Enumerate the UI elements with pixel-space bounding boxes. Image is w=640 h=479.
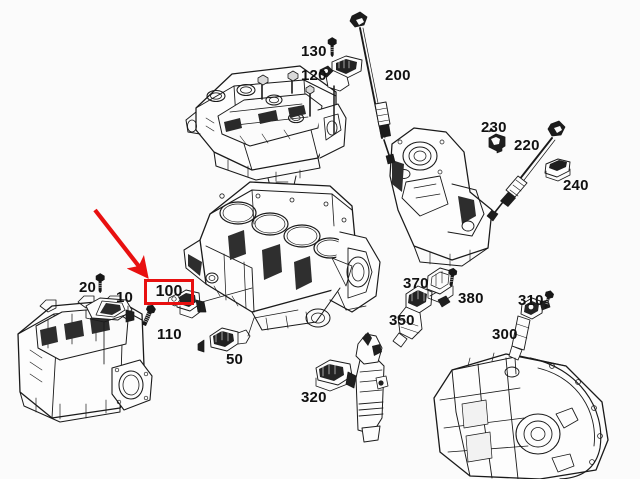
- knock-sensor-art: [315, 359, 357, 392]
- coolant-temperature-sensor-art: [85, 297, 135, 365]
- fuel-injector-art: [355, 332, 389, 443]
- camshaft-position-sensor-art: [319, 55, 363, 135]
- transmission-housing-art: [433, 352, 609, 479]
- part-label-20: 20: [79, 279, 97, 296]
- oil-dipstick-art: [349, 11, 396, 165]
- callout-number: 100: [155, 283, 183, 300]
- bracket-art: [426, 267, 455, 308]
- part-label-110: 110: [157, 326, 182, 343]
- part-label-120: 120: [301, 67, 327, 84]
- bolt-20-art: [95, 272, 105, 294]
- bolt-130-art: [327, 36, 337, 58]
- part-label-220: 220: [514, 137, 540, 154]
- part-label-10: 10: [116, 289, 134, 306]
- part-label-380: 380: [458, 290, 484, 307]
- part-label-200: 200: [385, 67, 411, 84]
- part-label-50: 50: [226, 351, 244, 368]
- part-label-320: 320: [301, 389, 327, 406]
- oil-pressure-switch-art: [197, 309, 299, 353]
- highlighted-part-callout-100[interactable]: 100: [144, 279, 194, 305]
- part-label-240: 240: [563, 177, 589, 194]
- part-label-130: 130: [301, 43, 327, 60]
- part-label-350: 350: [389, 312, 415, 329]
- speed-sensor-art: [508, 297, 551, 375]
- bolt-110-art: [139, 303, 157, 327]
- grommet-art: [544, 158, 571, 182]
- oil-filter-housing-art: [389, 127, 493, 267]
- part-label-310: 310: [518, 292, 544, 309]
- part-label-300: 300: [492, 326, 518, 343]
- part-label-370: 370: [403, 275, 429, 292]
- dipstick-guide-tube-art: [486, 120, 566, 222]
- fuel-rail-pressure-sensor-art: [392, 285, 445, 348]
- engine-block-art: [183, 181, 381, 331]
- intake-manifold-art: [17, 295, 153, 423]
- clip-art: [488, 127, 506, 154]
- part-label-230: 230: [481, 119, 507, 136]
- cylinder-head-cover-art: [185, 65, 347, 195]
